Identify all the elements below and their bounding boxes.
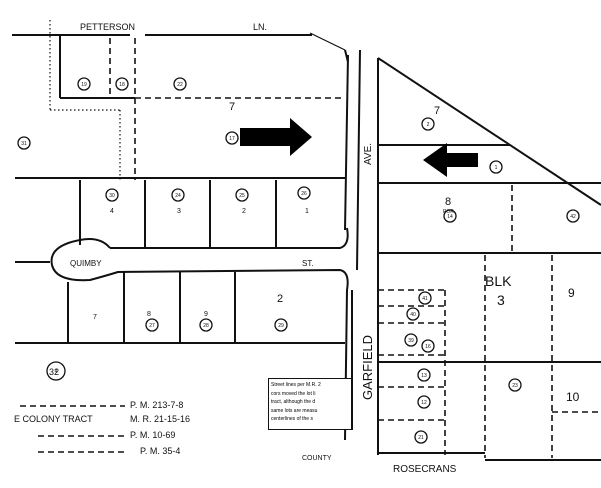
street-garfield: GARFIELD	[360, 335, 375, 400]
parcel-number: 14	[447, 214, 453, 220]
parcel-number: 23	[512, 383, 518, 389]
legend: P. M. 213-7-8 E COLONY TRACT M. R. 21-15…	[14, 400, 190, 456]
map-note-box: Street lines per M.R. 2 cors moved the l…	[268, 378, 352, 430]
lot-8-right: 8	[445, 196, 451, 208]
parcel-number: 16	[425, 344, 431, 350]
parcel-number: 4	[55, 369, 58, 375]
parcel-32: 32	[49, 367, 59, 377]
lot-7-right: 7	[434, 105, 440, 117]
parcel-number: 1	[495, 165, 498, 171]
parcel-number: 26	[301, 191, 307, 197]
street-ln: LN.	[253, 22, 267, 32]
arrow-left-icon	[423, 143, 478, 177]
lot-7-bottom: 7	[93, 314, 97, 321]
parcel-number: 27	[149, 323, 155, 329]
parcel-number: 22	[177, 82, 183, 88]
parcel-number: 12	[421, 400, 427, 406]
parcel-number: 21	[418, 435, 424, 441]
parcel-number: 19	[81, 82, 87, 88]
parcel-number: 41	[422, 296, 428, 302]
street-quimby: QUIMBY	[70, 259, 102, 268]
lot-9-bottom: 9	[204, 311, 208, 318]
lot-3: 3	[177, 208, 181, 215]
legend-ref: P. M. 10-69	[130, 430, 175, 440]
note-line: Street lines per M.R. 2	[271, 382, 321, 388]
lot-9-right: 9	[568, 286, 575, 300]
parcel-number: 30	[109, 193, 115, 199]
lot-10-right: 10	[566, 390, 580, 404]
parcel-number: 42	[570, 214, 576, 220]
block-number: 3	[497, 292, 505, 308]
street-ave: AVE.	[363, 143, 374, 165]
parcel-number: 39	[408, 338, 414, 344]
parcel-number: 31	[21, 141, 27, 147]
lot-7-top: 7	[229, 101, 235, 113]
lot-1: 1	[305, 208, 309, 215]
parcel-number: 13	[421, 373, 427, 379]
street-rosecrans: ROSECRANS	[393, 464, 457, 475]
parcel-number: 17	[229, 136, 235, 142]
legend-ref: M. R. 21-15-16	[130, 414, 190, 424]
parcel-number: 29	[278, 323, 284, 329]
parcel-number: 24	[175, 193, 181, 199]
legend-ref: P. M. 35-4	[140, 446, 180, 456]
note-line: centerlines of the s	[271, 416, 313, 422]
parcel-number: 28	[203, 323, 209, 329]
legend-ref: P. M. 213-7-8	[130, 400, 183, 410]
note-line: tract, although the d	[271, 399, 316, 405]
por-label: POR	[443, 209, 454, 215]
street-petterson: PETTERSON	[80, 22, 135, 32]
note-line: cors moved the lot li	[271, 390, 316, 397]
lot-4: 4	[110, 208, 114, 215]
street-county: COUNTY	[302, 455, 332, 462]
legend-label: E COLONY TRACT	[14, 414, 93, 424]
note-line: same lots are measu	[271, 407, 318, 414]
street-st: ST.	[302, 259, 314, 268]
arrow-right-icon	[240, 118, 312, 156]
parcel-number: 40	[410, 312, 416, 318]
lot-8-bottom: 8	[147, 311, 151, 318]
lot-2-top: 2	[242, 208, 246, 215]
lot-2-bottom: 2	[277, 293, 283, 305]
parcel-number: 25	[239, 193, 245, 199]
parcel-number: 2	[427, 122, 430, 128]
parcel-number: 18	[119, 82, 125, 88]
block-label: BLK	[485, 273, 512, 289]
